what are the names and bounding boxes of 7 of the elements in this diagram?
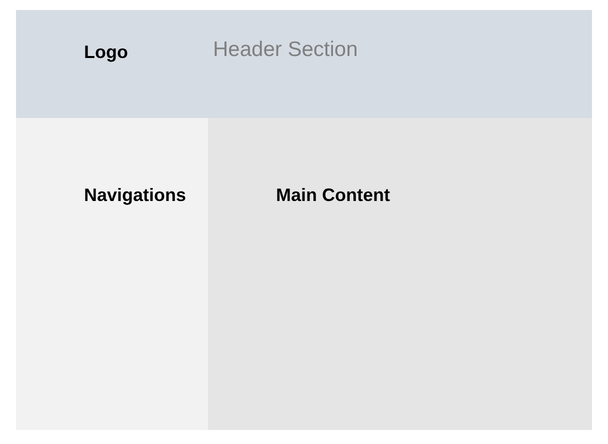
content-panel	[208, 118, 592, 430]
panel-title: Main Content	[276, 185, 390, 206]
header-band	[16, 10, 592, 118]
navigation-panel	[16, 118, 208, 430]
section-title: Header Section	[213, 38, 358, 62]
panel-title: Navigations	[84, 185, 186, 206]
placeholder-text: Logo	[84, 42, 128, 63]
